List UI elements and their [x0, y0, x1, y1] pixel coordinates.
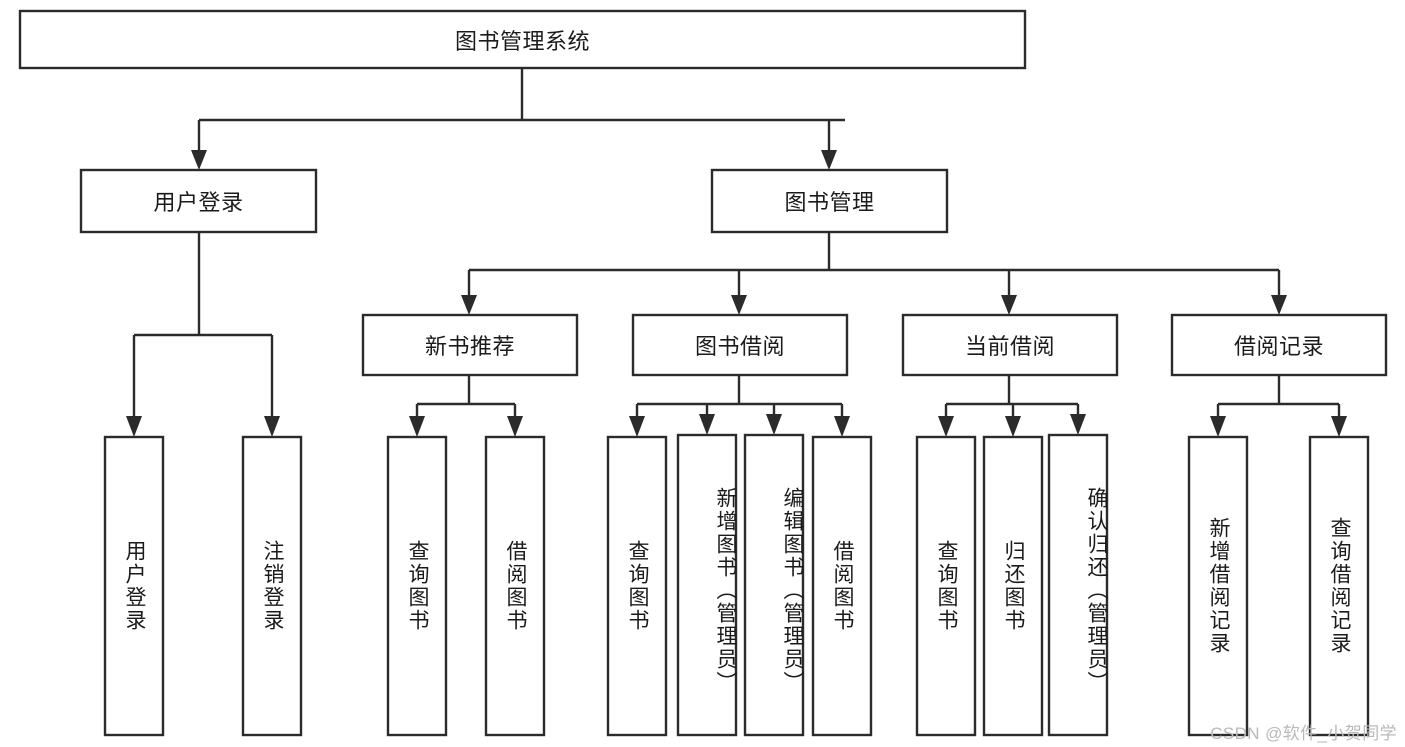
- watermark-text: CSDN @软件_小贺同学: [1210, 724, 1397, 743]
- node-box-current-borrow[interactable]: [901, 313, 1119, 377]
- connector-root-to-level2: [191, 68, 845, 170]
- node-box-leaf-add-record[interactable]: [1187, 435, 1249, 737]
- node-box-leaf-logout[interactable]: [241, 435, 303, 737]
- arrow-head-leaf-query-record: [1331, 416, 1347, 437]
- node-box-borrow-record[interactable]: [1170, 313, 1388, 377]
- node-box-leaf-borrow-book-2[interactable]: [811, 435, 873, 737]
- arrow-head-leaf-confirm-return: [1070, 414, 1086, 435]
- connector-book-borrow-to-leaves: [629, 375, 850, 437]
- node-box-leaf-user-login[interactable]: [103, 435, 165, 737]
- arrow-head-leaf-borrow-book-2: [834, 416, 850, 437]
- node-box-root[interactable]: [18, 9, 1027, 70]
- node-box-leaf-query-record[interactable]: [1308, 435, 1370, 737]
- node-box-leaf-query-book-3[interactable]: [915, 435, 977, 737]
- node-box-book-borrow[interactable]: [631, 313, 849, 377]
- arrow-head-leaf-logout: [264, 416, 280, 437]
- arrow-head-leaf-return-book: [1005, 416, 1021, 437]
- connector-user-login-to-leaves: [126, 232, 280, 437]
- arrow-head-leaf-add-record: [1210, 416, 1226, 437]
- arrow-head-current-borrow: [1001, 295, 1017, 315]
- arrow-head-leaf-query-book-3: [938, 416, 954, 437]
- arrow-head-book-management: [821, 150, 837, 170]
- node-box-leaf-query-book-1[interactable]: [386, 435, 448, 737]
- arrow-head-leaf-user-login: [126, 416, 142, 437]
- arrow-head-leaf-edit-book: [766, 414, 782, 435]
- node-box-leaf-edit-book[interactable]: [743, 433, 805, 737]
- node-box-leaf-query-book-2[interactable]: [606, 435, 668, 737]
- node-box-leaf-borrow-book-1[interactable]: [484, 435, 546, 737]
- arrow-head-leaf-query-book-1: [409, 416, 425, 437]
- arrow-head-borrow-record: [1271, 295, 1287, 315]
- arrow-head-leaf-add-book: [699, 414, 715, 435]
- node-box-leaf-confirm-return[interactable]: [1047, 433, 1109, 737]
- node-box-leaf-return-book[interactable]: [982, 435, 1044, 737]
- connector-book-management-to-level3: [461, 232, 1287, 315]
- connector-current-borrow-to-leaves: [938, 375, 1086, 437]
- arrow-head-user-login: [191, 150, 207, 170]
- node-box-new-book-recommend[interactable]: [361, 313, 579, 377]
- arrow-head-leaf-borrow-book-1: [507, 416, 523, 437]
- arrow-head-leaf-query-book-2: [629, 416, 645, 437]
- node-box-user-login[interactable]: [79, 168, 318, 234]
- arrow-head-book-borrow: [731, 295, 747, 315]
- node-box-book-management[interactable]: [710, 168, 949, 234]
- connector-borrow-record-to-leaves: [1210, 375, 1347, 437]
- arrow-head-new-book-recommend: [461, 295, 477, 315]
- node-box-leaf-add-book[interactable]: [676, 433, 738, 737]
- connector-new-book-recommend-to-leaves: [409, 375, 523, 437]
